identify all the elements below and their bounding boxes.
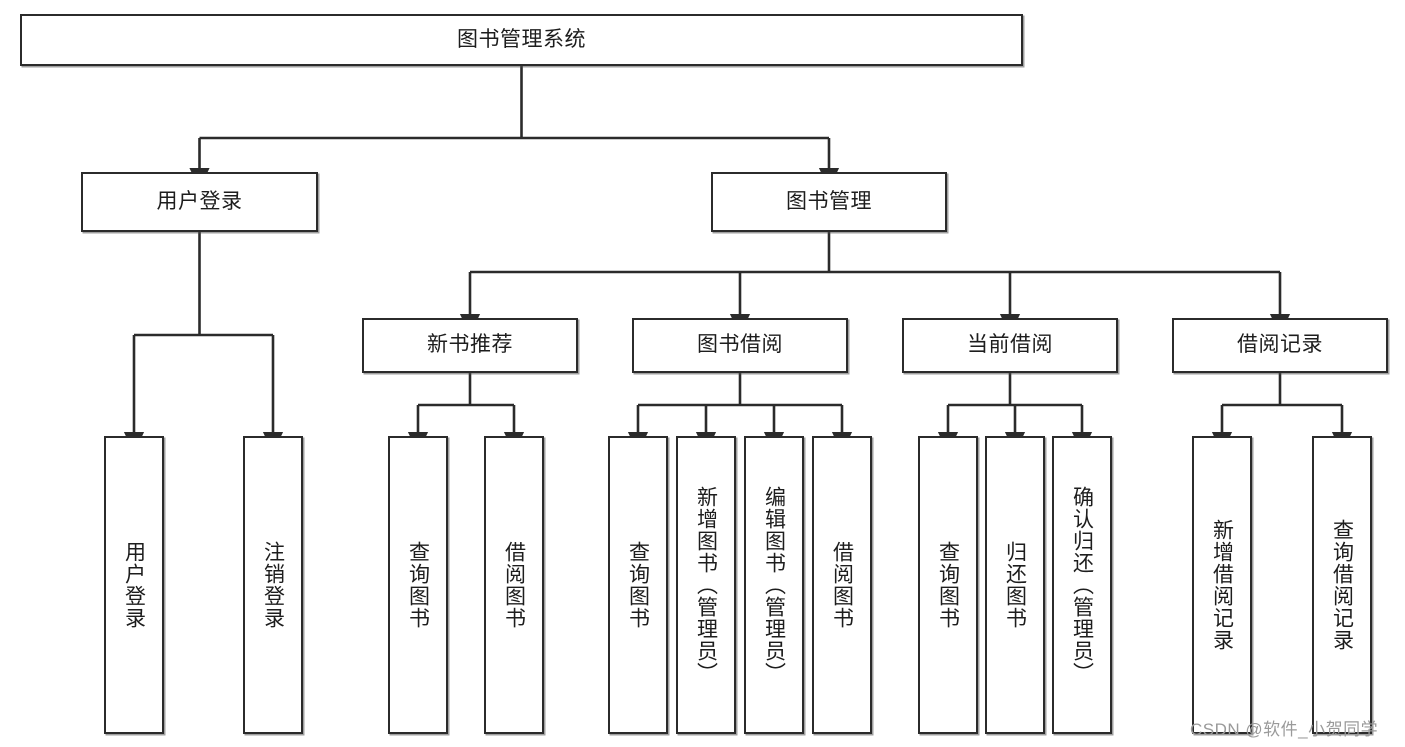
node-l2-new-book-rec: 新书推荐 (362, 318, 578, 373)
node-leaf-query-record: 查询借阅记录 (1312, 436, 1372, 734)
node-label: 图书借阅 (697, 333, 783, 357)
node-leaf-logout: 注销登录 (243, 436, 303, 734)
node-leaf-query-book-2: 查询图书 (608, 436, 668, 734)
node-label: 当前借阅 (967, 333, 1053, 357)
node-leaf-return-book: 归还图书 (985, 436, 1045, 734)
node-l2-borrow-record: 借阅记录 (1172, 318, 1388, 373)
node-label: 归还图书 (1003, 541, 1027, 629)
node-leaf-borrow-book-2: 借阅图书 (812, 436, 872, 734)
node-label: 图书管理系统 (457, 27, 586, 51)
node-root: 图书管理系统 (20, 14, 1023, 66)
node-label: 借阅图书 (502, 541, 526, 629)
node-label: 新增借阅记录 (1210, 519, 1234, 651)
node-leaf-borrow-book-1: 借阅图书 (484, 436, 544, 734)
node-label: 确认归还（管理员） (1070, 486, 1094, 684)
watermark-credit: CSDN @软件_小贺同学 (1190, 720, 1379, 739)
node-label: 借阅图书 (830, 541, 854, 629)
node-leaf-edit-book: 编辑图书（管理员） (744, 436, 804, 734)
edge-layer (123, 66, 1353, 454)
node-label: 用户登录 (156, 189, 243, 213)
node-leaf-add-book: 新增图书（管理员） (676, 436, 736, 734)
node-leaf-add-record: 新增借阅记录 (1192, 436, 1252, 734)
node-label: 编辑图书（管理员） (762, 486, 786, 684)
node-leaf-query-book-3: 查询图书 (918, 436, 978, 734)
node-leaf-confirm-return: 确认归还（管理员） (1052, 436, 1112, 734)
node-label: 新增图书（管理员） (694, 486, 718, 684)
node-leaf-user-login: 用户登录 (104, 436, 164, 734)
node-label: 查询图书 (406, 541, 430, 629)
node-label: 用户登录 (122, 541, 146, 629)
node-l2-current-borrow: 当前借阅 (902, 318, 1118, 373)
node-l1-book-manage: 图书管理 (711, 172, 947, 232)
node-l1-user-login: 用户登录 (81, 172, 318, 232)
node-label: 查询图书 (626, 541, 650, 629)
node-label: 图书管理 (786, 189, 872, 213)
node-label: 查询借阅记录 (1330, 519, 1354, 651)
node-l2-book-borrow: 图书借阅 (632, 318, 848, 373)
node-label: 新书推荐 (427, 333, 513, 357)
node-label: 注销登录 (261, 541, 285, 629)
node-leaf-query-book-1: 查询图书 (388, 436, 448, 734)
node-label: 查询图书 (936, 541, 960, 629)
node-label: 借阅记录 (1237, 333, 1323, 357)
